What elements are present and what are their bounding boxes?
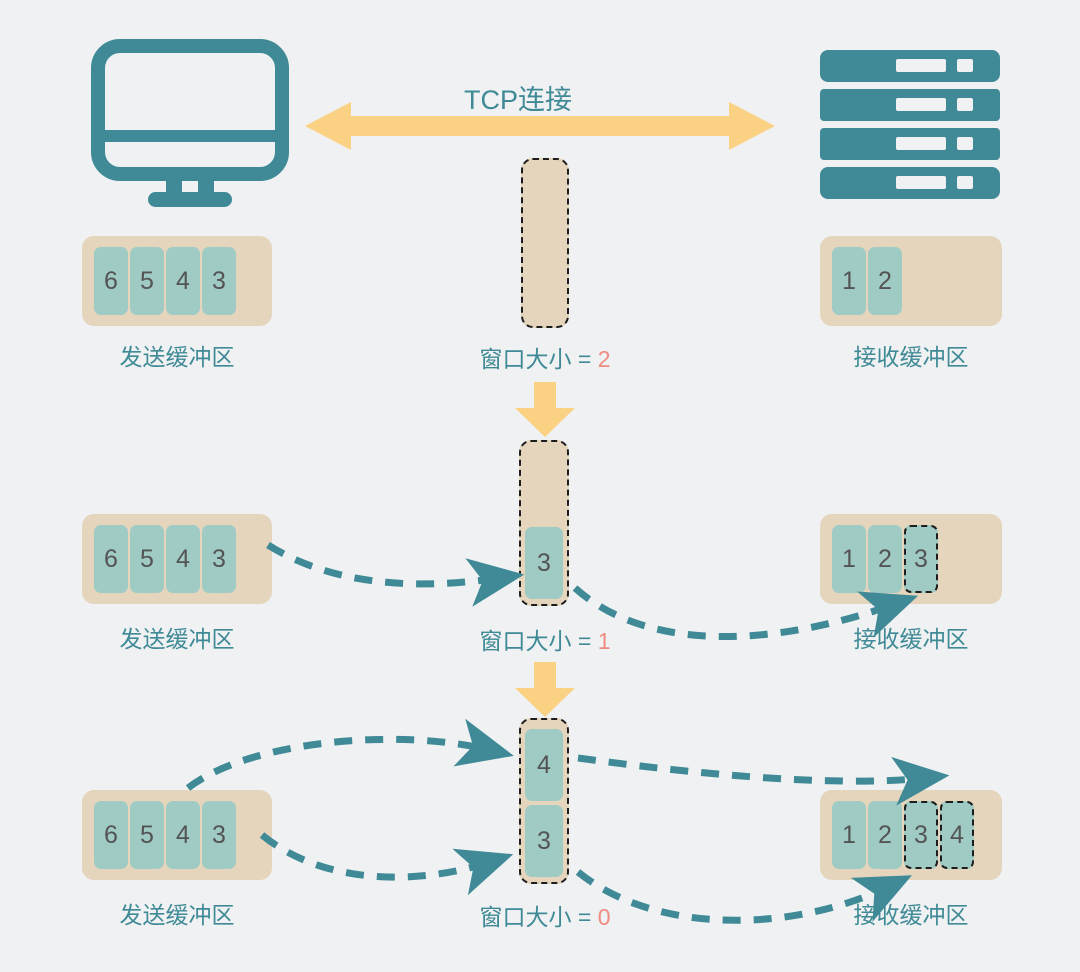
arrow-window-to-receive (572, 585, 919, 641)
window-size-value: 1 (597, 628, 611, 654)
window-size-label-stage-2: 窗口大小 = 1 (445, 622, 645, 656)
receive-buffer-stage-3: 1 2 3 4 (820, 790, 1002, 880)
send-buffer-label-stage-3: 发送缓冲区 (119, 902, 235, 928)
send-buffer-cell[interactable]: 5 (130, 801, 164, 869)
send-buffer-cell[interactable]: 6 (94, 525, 128, 593)
tcp-connection-label: TCP连接 (464, 85, 572, 115)
stage-transition-arrow-1 (515, 382, 575, 437)
window-box-stage-1 (521, 158, 569, 328)
arrow-send-to-window-upper (185, 718, 514, 791)
send-buffer-cell[interactable]: 6 (94, 247, 128, 315)
arrow-window-to-receive-upper (577, 754, 950, 806)
send-buffer-label-stage-1: 发送缓冲区 (119, 344, 235, 370)
receive-buffer-empty-slot (904, 247, 938, 315)
receive-buffer-new-cell[interactable]: 3 (904, 525, 938, 593)
window-size-value: 0 (597, 904, 611, 930)
send-buffer-cell[interactable]: 4 (166, 801, 200, 869)
arrow-send-to-window (266, 542, 525, 607)
window-size-prefix: 窗口大小 = (479, 346, 592, 372)
tcp-connection-arrow (305, 102, 775, 150)
window-slot[interactable]: 4 (525, 729, 563, 801)
window-size-label-stage-1: 窗口大小 = 2 (445, 340, 645, 374)
window-size-prefix: 窗口大小 = (479, 904, 592, 930)
send-buffer-cell[interactable]: 4 (166, 247, 200, 315)
arrow-send-to-window-lower (259, 832, 514, 896)
receive-buffer-cell[interactable]: 2 (868, 247, 902, 315)
window-slot[interactable]: 3 (525, 805, 563, 877)
window-box-stage-2: 3 (519, 440, 569, 606)
receive-buffer-cell[interactable]: 1 (832, 525, 866, 593)
receive-buffer-cell[interactable]: 1 (832, 247, 866, 315)
send-buffer-cell[interactable]: 3 (202, 247, 236, 315)
receive-buffer-stage-1: 1 2 (820, 236, 1002, 326)
send-buffer-stage-3: 6 5 4 3 (82, 790, 272, 880)
receive-buffer-stage-2: 1 2 3 (820, 514, 1002, 604)
send-buffer-cell[interactable]: 3 (202, 525, 236, 593)
send-buffer-stage-1: 6 5 4 3 (82, 236, 272, 326)
receive-buffer-cell[interactable]: 1 (832, 801, 866, 869)
receive-buffer-label-stage-1: 接收缓冲区 (853, 344, 969, 370)
receive-buffer-cell[interactable]: 2 (868, 801, 902, 869)
stage-transition-arrow-2 (515, 662, 575, 717)
send-buffer-cell[interactable]: 3 (202, 801, 236, 869)
window-box-stage-3: 4 3 (519, 718, 569, 884)
receive-buffer-cell[interactable]: 2 (868, 525, 902, 593)
send-buffer-cell[interactable]: 5 (130, 525, 164, 593)
send-buffer-label-stage-2: 发送缓冲区 (119, 626, 235, 652)
receive-buffer-empty-slot (940, 247, 974, 315)
flow-arrows-stage-2 (266, 542, 919, 641)
send-buffer-cell[interactable]: 4 (166, 525, 200, 593)
send-buffer-cell[interactable]: 6 (94, 801, 128, 869)
arrow-window-to-receive-lower (575, 869, 913, 924)
server-rack-icon (820, 50, 1000, 199)
receive-buffer-new-cell[interactable]: 4 (940, 801, 974, 869)
window-slot[interactable]: 3 (525, 527, 563, 599)
send-buffer-stage-2: 6 5 4 3 (82, 514, 272, 604)
flow-arrows-stage-3 (185, 718, 950, 924)
window-size-label-stage-3: 窗口大小 = 0 (445, 898, 645, 932)
window-size-value: 2 (597, 346, 611, 372)
monitor-icon (91, 39, 289, 207)
window-size-prefix: 窗口大小 = (479, 628, 592, 654)
send-buffer-cell[interactable]: 5 (130, 247, 164, 315)
